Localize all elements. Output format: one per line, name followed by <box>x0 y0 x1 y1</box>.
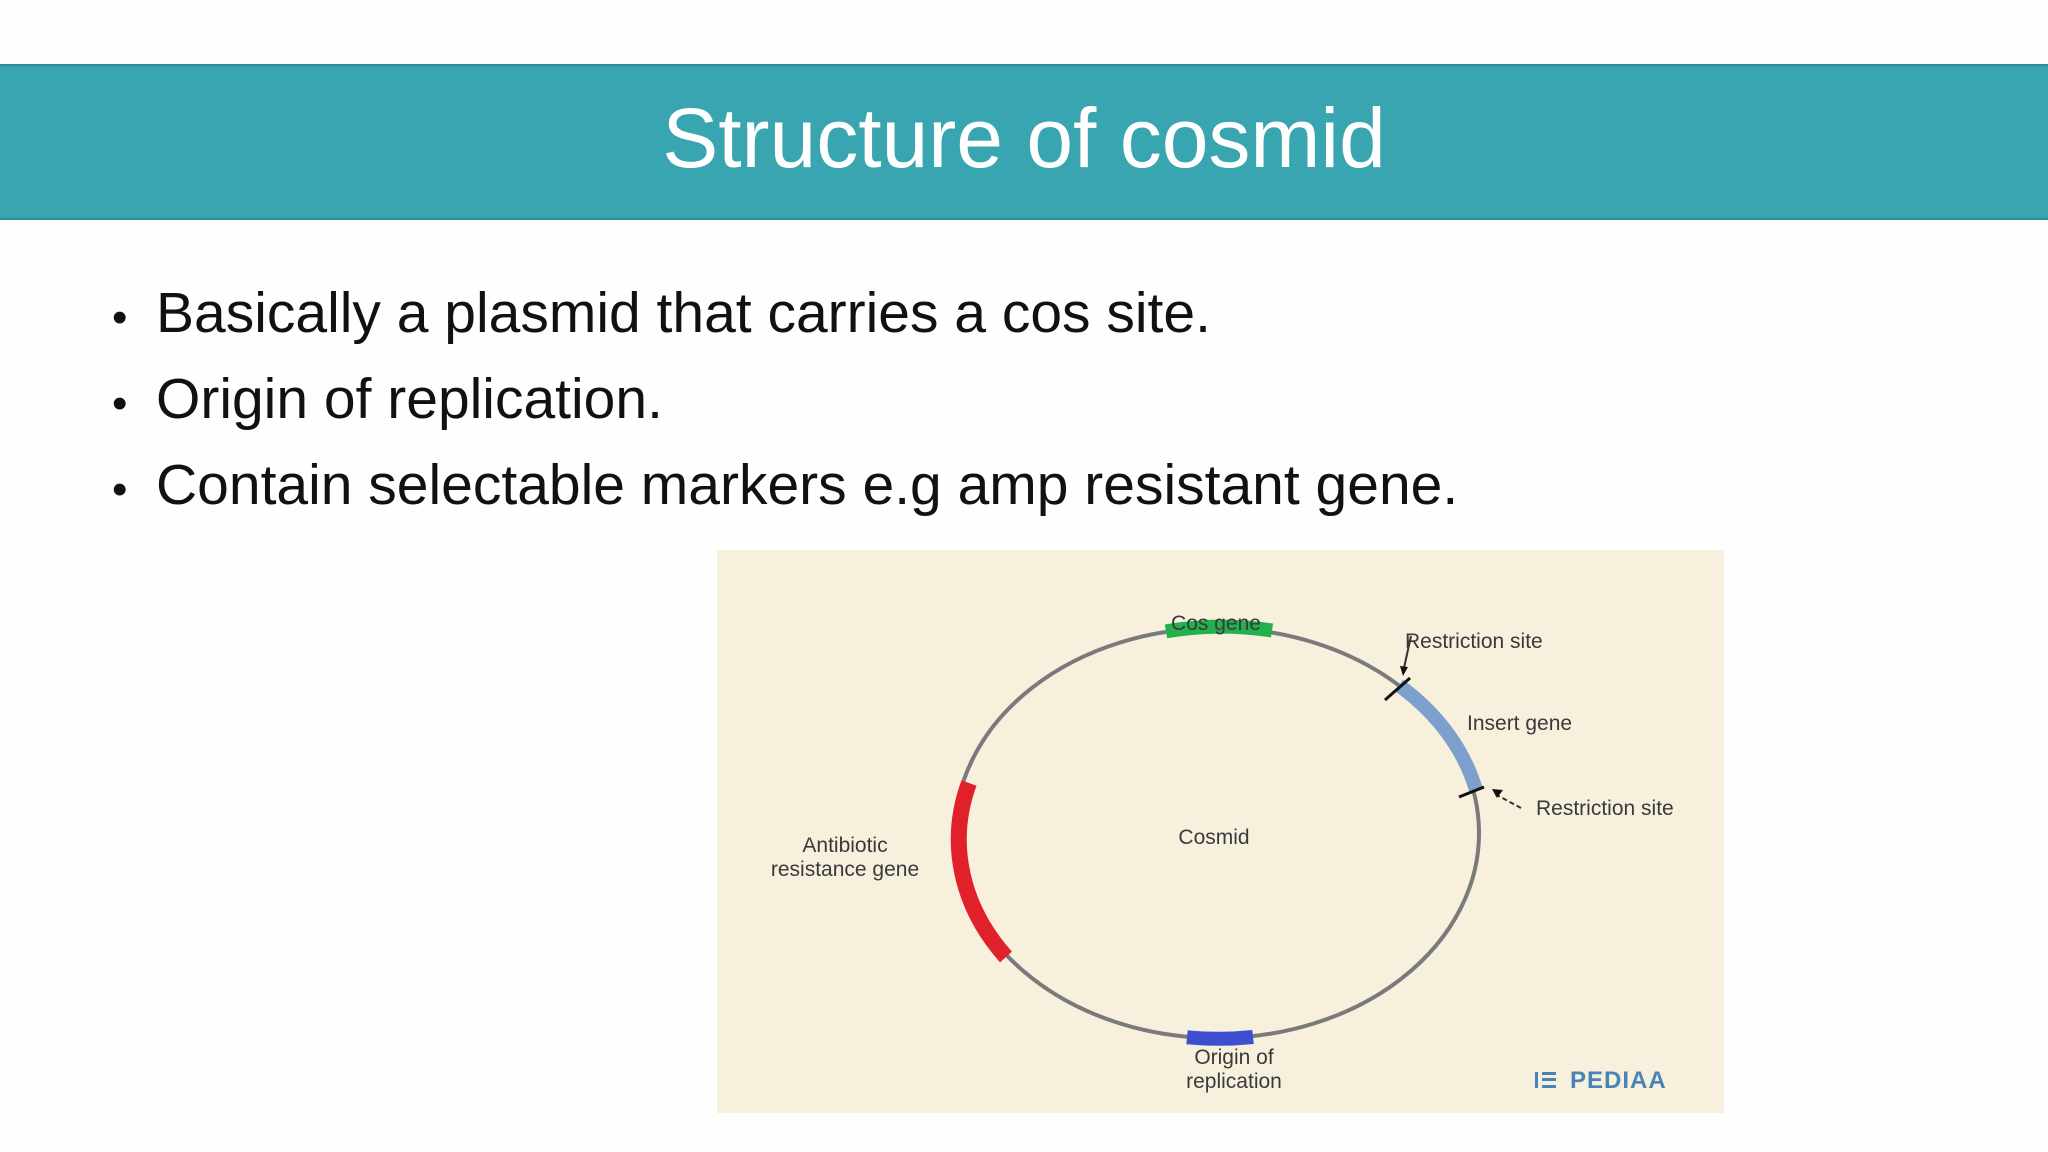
arrowhead-icon <box>1492 789 1503 798</box>
bullet-text: Contain selectable markers e.g amp resis… <box>156 453 1459 517</box>
bullet-dot-icon: • <box>112 465 128 514</box>
arrowhead-icon <box>1400 666 1408 676</box>
center-label: Cosmid <box>1178 826 1249 849</box>
antibiotic-label-line2: resistance gene <box>771 858 919 881</box>
restriction-site-label-bottom: Restriction site <box>1536 797 1674 820</box>
bullet-dot-icon: • <box>112 293 128 342</box>
origin-of-replication-segment <box>1186 1030 1254 1046</box>
pediaa-logo: PEDIAA <box>1535 1067 1667 1094</box>
antibiotic-label-line1: Antibiotic <box>802 834 887 857</box>
slide-title: Structure of cosmid <box>662 91 1386 185</box>
bullet-dot-icon: • <box>112 379 128 428</box>
brand-text: PEDIAA <box>1570 1067 1667 1094</box>
restriction-site-pointer-top <box>1403 635 1412 669</box>
bullet-item: • Contain selectable markers e.g amp res… <box>112 442 1458 528</box>
title-band: Structure of cosmid <box>0 64 2048 220</box>
cosmid-diagram-svg: Cos gene Restriction site Insert gene Re… <box>771 612 1674 1094</box>
insert-gene-label: Insert gene <box>1467 712 1572 735</box>
restriction-site-label-top: Restriction site <box>1405 630 1543 653</box>
restriction-site-tick-top <box>1384 676 1411 702</box>
origin-label-line2: replication <box>1186 1070 1282 1093</box>
restriction-site-pointer-bottom <box>1494 793 1522 809</box>
insert-gene-segment <box>1394 679 1483 793</box>
bullet-item: • Origin of replication. <box>112 356 1458 442</box>
restriction-site-tick-bottom <box>1458 785 1485 799</box>
cos-gene-segment <box>1164 619 1274 639</box>
origin-label-line1: Origin of <box>1194 1046 1274 1069</box>
bullet-list: • Basically a plasmid that carries a cos… <box>112 270 1458 528</box>
cosmid-diagram: Cos gene Restriction site Insert gene Re… <box>717 550 1724 1113</box>
cos-gene-label: Cos gene <box>1171 612 1261 635</box>
bullet-text: Origin of replication. <box>156 367 663 431</box>
antibiotic-resistance-segment <box>950 780 1012 963</box>
bullet-text: Basically a plasmid that carries a cos s… <box>156 281 1211 345</box>
bullet-item: • Basically a plasmid that carries a cos… <box>112 270 1458 356</box>
